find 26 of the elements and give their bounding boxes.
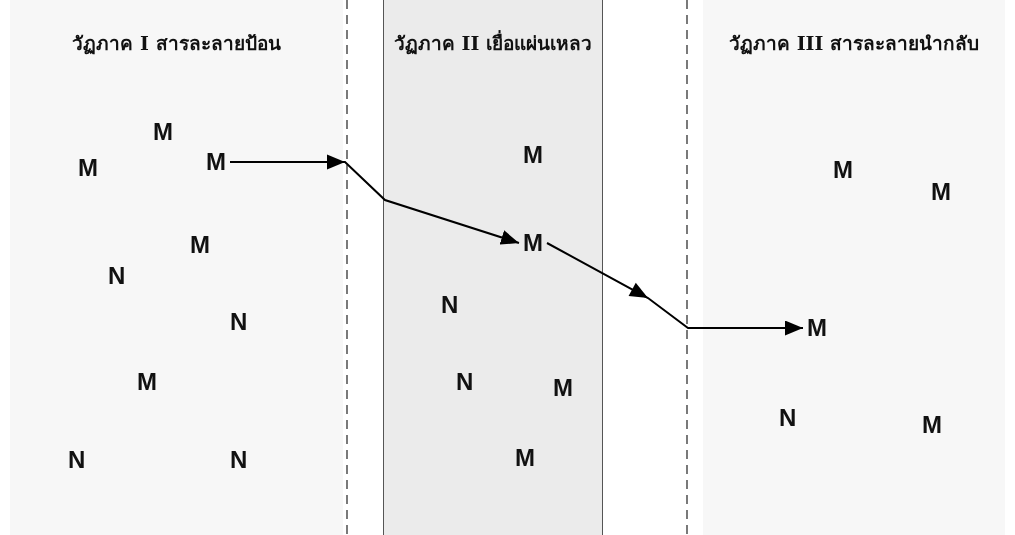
phase-title: วัฏภาค III สารละลายนำกลับ — [728, 31, 980, 57]
molecule-letter: M — [515, 446, 535, 470]
molecule-letter: M — [931, 180, 951, 204]
molecule-letter: N — [230, 448, 248, 472]
phase-panel — [10, 0, 343, 535]
phase-title: วัฏภาค I สารละลายป้อน — [71, 31, 282, 57]
molecule-letter: N — [441, 293, 459, 317]
phase-title: วัฏภาค II เยื่อแผ่นเหลว — [393, 29, 593, 57]
molecule-letter: M — [153, 120, 173, 144]
phase-panel — [703, 0, 1005, 535]
molecule-letter: N — [108, 264, 126, 288]
molecule-letter: M — [523, 231, 543, 255]
molecule-letter: M — [190, 233, 210, 257]
molecule-letter: N — [230, 310, 248, 334]
molecule-letter: M — [807, 316, 827, 340]
molecule-letter: M — [833, 158, 853, 182]
molecule-letter: M — [523, 143, 543, 167]
molecule-letter: M — [206, 150, 226, 174]
molecule-letter: N — [779, 406, 797, 430]
molecule-letter: M — [553, 376, 573, 400]
phase-panel — [383, 0, 603, 535]
molecule-letter: N — [68, 448, 86, 472]
molecule-letter: M — [137, 370, 157, 394]
molecule-letter: M — [922, 413, 942, 437]
molecule-letter: M — [78, 156, 98, 180]
molecule-letter: N — [456, 370, 474, 394]
